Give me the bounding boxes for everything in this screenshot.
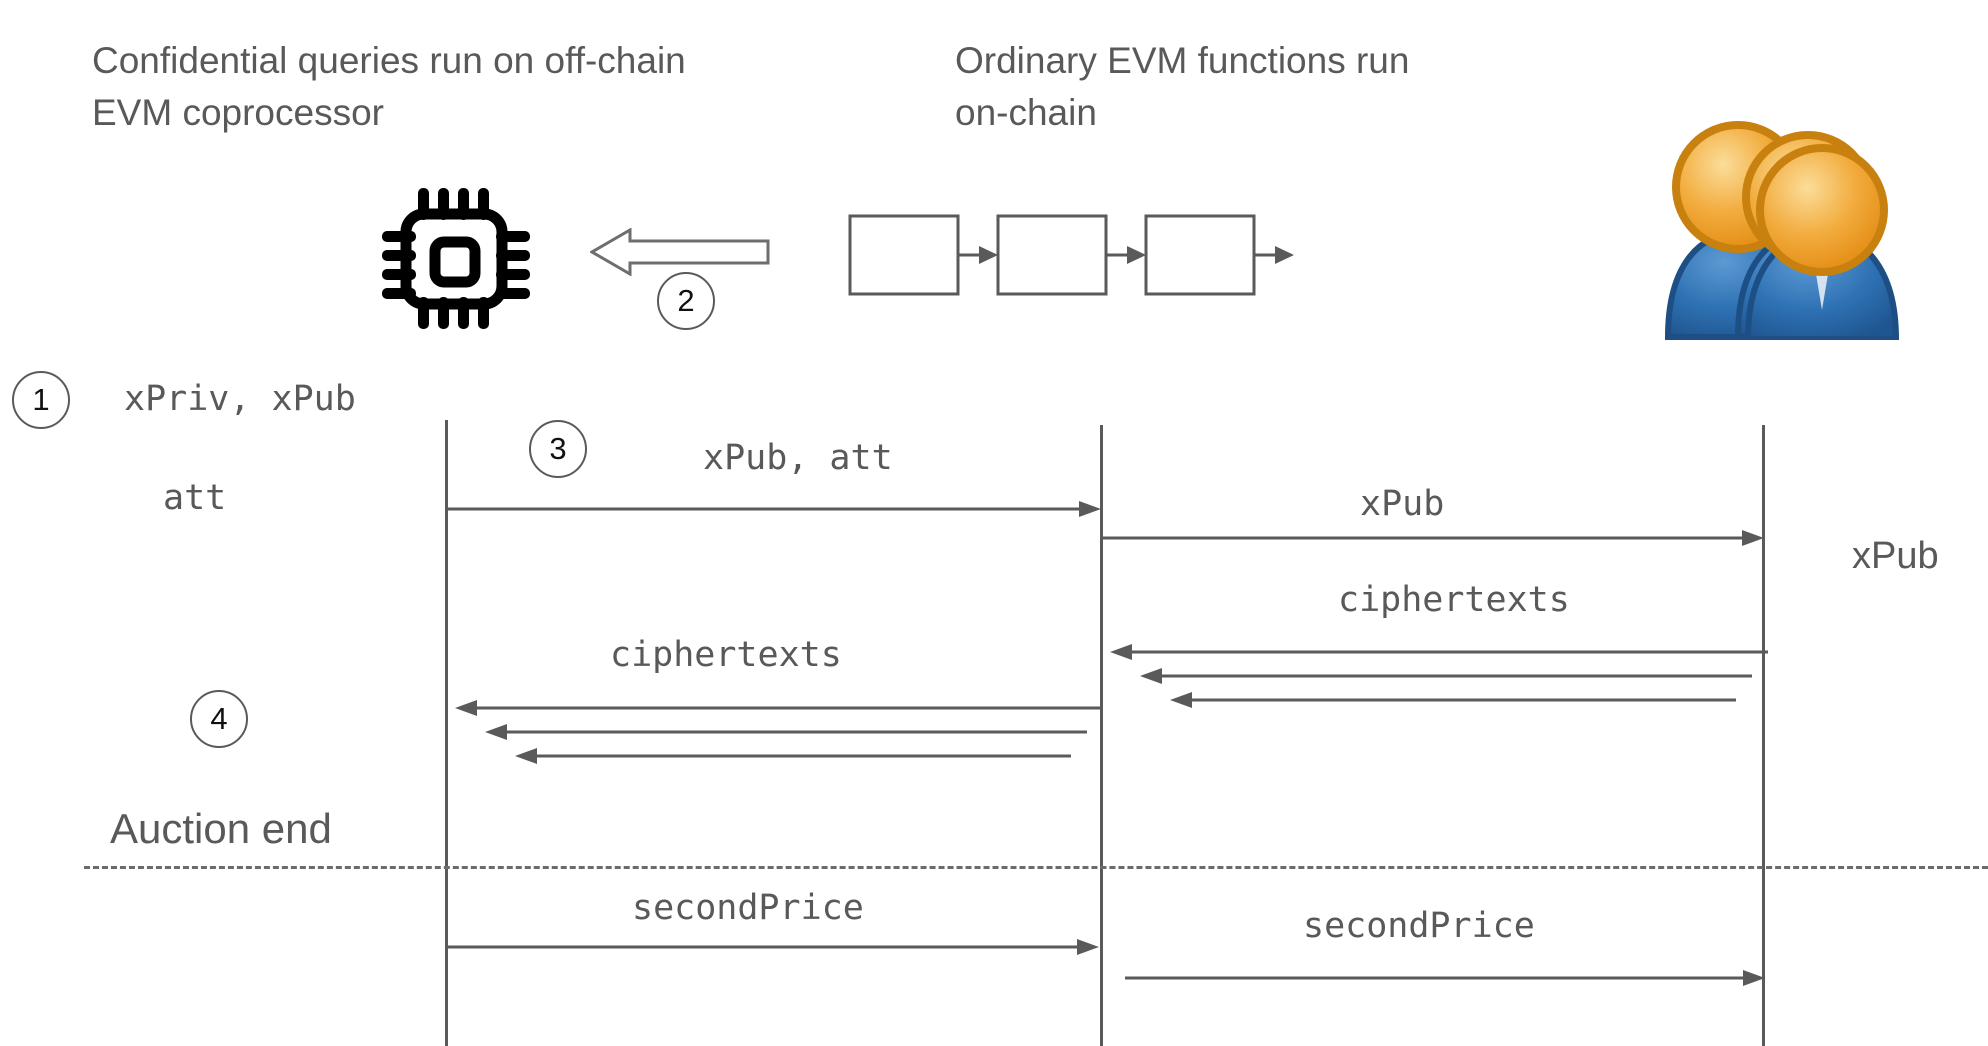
step-badge-3-label: 3 bbox=[549, 431, 567, 466]
label-second-price-left: secondPrice bbox=[632, 888, 864, 928]
lifeline-users bbox=[1762, 425, 1765, 1046]
label-ciphertexts-right: ciphertexts bbox=[1338, 580, 1570, 620]
cpu-chip-icon bbox=[378, 186, 538, 331]
lifeline-coprocessor bbox=[445, 420, 448, 1046]
label-xpub-att: xPub, att bbox=[703, 438, 893, 478]
label-second-price-right: secondPrice bbox=[1303, 906, 1535, 946]
arrow-second-price-right bbox=[1125, 967, 1775, 989]
step-badge-2-label: 2 bbox=[677, 283, 695, 318]
auction-end-divider bbox=[84, 866, 1988, 869]
step-badge-1: 1 bbox=[12, 371, 70, 429]
arrows-ciphertexts-left bbox=[445, 696, 1105, 776]
label-att: att bbox=[163, 478, 227, 518]
header-offchain: Confidential queries run on off-chain EV… bbox=[92, 40, 686, 133]
blockchain-blocks bbox=[848, 210, 1308, 310]
step-badge-2: 2 bbox=[657, 272, 715, 330]
label-ciphertexts-left: ciphertexts bbox=[610, 635, 842, 675]
label-keys: xPriv, xPub bbox=[124, 379, 356, 419]
label-xpub-right: xPub bbox=[1852, 535, 1939, 577]
arrow-xpub-att bbox=[445, 498, 1105, 520]
users-group-icon bbox=[1660, 105, 1920, 340]
lifeline-chain bbox=[1100, 425, 1103, 1046]
header-onchain: Ordinary EVM functions run on-chain bbox=[955, 40, 1410, 133]
step-badge-1-label: 1 bbox=[32, 382, 50, 417]
arrow-xpub-users bbox=[1100, 527, 1770, 549]
arrows-ciphertexts-right bbox=[1100, 640, 1770, 720]
arrow-second-price-left bbox=[445, 936, 1105, 958]
block-arrow-left-icon bbox=[590, 228, 770, 276]
step-badge-3: 3 bbox=[529, 420, 587, 478]
step-badge-4: 4 bbox=[190, 690, 248, 748]
label-xpub-mid: xPub bbox=[1360, 484, 1445, 524]
step-badge-4-label: 4 bbox=[210, 701, 228, 736]
label-auction-end: Auction end bbox=[110, 805, 332, 852]
